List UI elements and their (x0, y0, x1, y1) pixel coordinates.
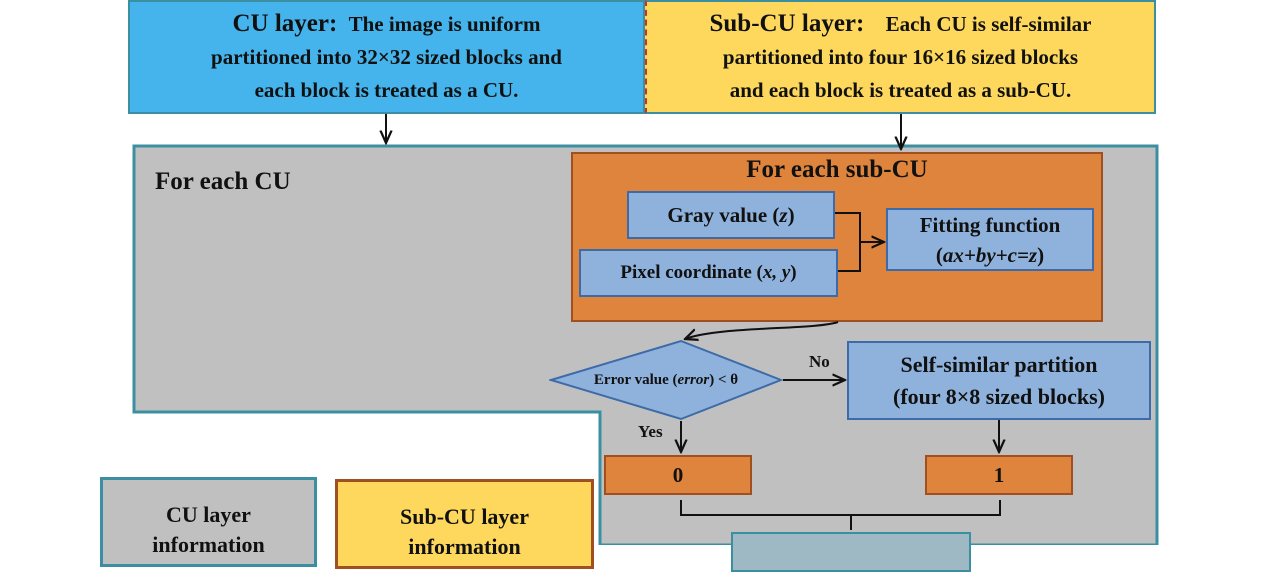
cu-info-line2: information (152, 532, 265, 557)
cu-layer-box: CU layer: The image is uniform partition… (128, 0, 645, 114)
fitting-function-node: Fitting function (ax+by+c=z) (886, 208, 1094, 271)
gray-value-node: Gray value (z) (627, 191, 835, 239)
fitting-function-line1: Fitting function (919, 212, 1061, 237)
self-similar-partition-node: Self-similar partition (four 8×8 sized b… (847, 341, 1151, 420)
error-decision-label: Error value (error) < θ (593, 371, 739, 388)
pixel-coordinate-node: Pixel coordinate (x, y) (579, 249, 838, 297)
no-label: No (809, 352, 830, 371)
for-each-sub-cu-title: For each sub-CU (746, 156, 928, 183)
cu-layer-line2: partitioned into 32×32 sized blocks and (211, 45, 562, 69)
output-zero-box: 0 (604, 455, 752, 495)
partition-line2: (four 8×8 sized blocks) (893, 383, 1105, 409)
sub-cu-info-line1: Sub-CU layer (400, 504, 529, 529)
error-decision-diamond (549, 339, 783, 421)
cu-layer-line1: CU layer: The image is uniform (233, 7, 541, 41)
fitting-function-line2: (ax+by+c=z) (935, 242, 1045, 267)
cu-layer-information-box: CU layer information (100, 477, 317, 567)
cu-info-line1: CU layer (166, 502, 251, 527)
for-each-cu-label: For each CU (155, 168, 291, 195)
sub-cu-layer-box: Sub-CU layer: Each CU is self-similar pa… (645, 0, 1156, 114)
sub-cu-info-line2: information (408, 534, 521, 559)
yes-label: Yes (638, 422, 663, 441)
sub-cu-layer-line3: and each block is treated as a sub-CU. (729, 78, 1072, 102)
gray-value-label: Gray value (z) (667, 202, 795, 227)
cu-layer-heading: CU layer: (232, 10, 338, 37)
sub-cu-layer-heading: Sub-CU layer: (709, 10, 865, 37)
output-one-box: 1 (925, 455, 1073, 495)
combined-output-box (731, 532, 971, 572)
sub-cu-layer-line2: partitioned into four 16×16 sized blocks (722, 45, 1079, 69)
cu-layer-line3: each block is treated as a CU. (254, 78, 519, 102)
pixel-coordinate-label: Pixel coordinate (x, y) (620, 262, 797, 283)
cu-layer-line1-rest: The image is uniform (348, 12, 541, 36)
partition-line1: Self-similar partition (900, 351, 1098, 377)
sub-cu-layer-line1-rest: Each CU is self-similar (885, 12, 1092, 36)
sub-cu-layer-information-box: Sub-CU layer information (335, 479, 594, 569)
sub-cu-layer-line1: Sub-CU layer: Each CU is self-similar (709, 7, 1091, 41)
